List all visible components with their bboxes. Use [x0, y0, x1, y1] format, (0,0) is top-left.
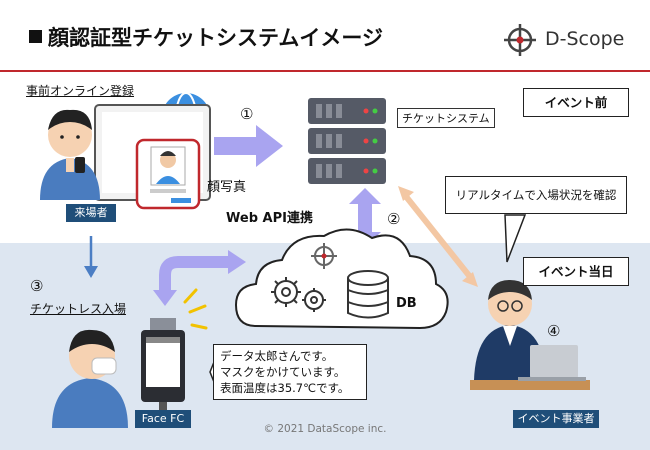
- step-3-number: ③: [30, 277, 44, 295]
- ticketless-entry-label: チケットレス入場: [30, 302, 127, 316]
- cloud-icon: [234, 228, 449, 330]
- step-1-number: ①: [240, 105, 254, 123]
- header-divider: [0, 70, 650, 72]
- realtime-bubble: リアルタイムで入場状況を確認: [445, 176, 627, 214]
- face-photo-label: 顔写真: [207, 180, 247, 195]
- realtime-bubble-pointer: [504, 214, 527, 263]
- event-day-box: イベント当日: [523, 257, 629, 286]
- database-icon: [347, 270, 389, 319]
- face-fc-bubble: データ太郎さんです。 マスクをかけています。 表面温度は35.7℃です。: [213, 344, 367, 400]
- face-fc-tag: Face FC: [135, 410, 191, 428]
- arrow-web-api: [153, 250, 246, 306]
- pre-registration-label: 事前オンライン登録: [26, 84, 135, 98]
- organizer-tag: イベント事業者: [513, 410, 599, 428]
- server-icon: [308, 98, 386, 184]
- face-fc-bubble-line-1: データ太郎さんです。: [220, 349, 334, 363]
- masked-visitor-illustration: [52, 329, 128, 428]
- face-fc-device: [141, 318, 185, 416]
- visitor-tag: 来場者: [66, 204, 116, 222]
- face-fc-bubble-line-3: 表面温度は35.7℃です。: [220, 381, 350, 395]
- db-label: DB: [396, 296, 417, 311]
- step-2-number: ②: [387, 210, 401, 228]
- step-4-number: ④: [547, 322, 561, 340]
- arrow-realtime: [398, 186, 478, 287]
- page-title: 顔認証型チケットシステムイメージ: [48, 26, 383, 50]
- visitor-illustration: [40, 109, 100, 200]
- logo-text: D-Scope: [545, 28, 625, 50]
- scan-beam-icon: [183, 288, 208, 330]
- ticket-system-label: チケットシステム: [397, 108, 495, 128]
- gear-icon: [271, 277, 326, 312]
- copyright: © 2021 DataScope inc.: [263, 423, 387, 435]
- arrow-step-1: [214, 125, 283, 167]
- d-scope-logo-icon: [504, 24, 536, 56]
- organizer-illustration: [470, 280, 590, 390]
- event-before-box: イベント前: [523, 88, 629, 117]
- arrow-step-3: [84, 236, 98, 278]
- face-fc-bubble-line-2: マスクをかけています。: [220, 365, 346, 379]
- web-api-label: Web API連携: [226, 211, 313, 226]
- face-photo-panel: [135, 138, 201, 210]
- title-bullet: [29, 30, 42, 43]
